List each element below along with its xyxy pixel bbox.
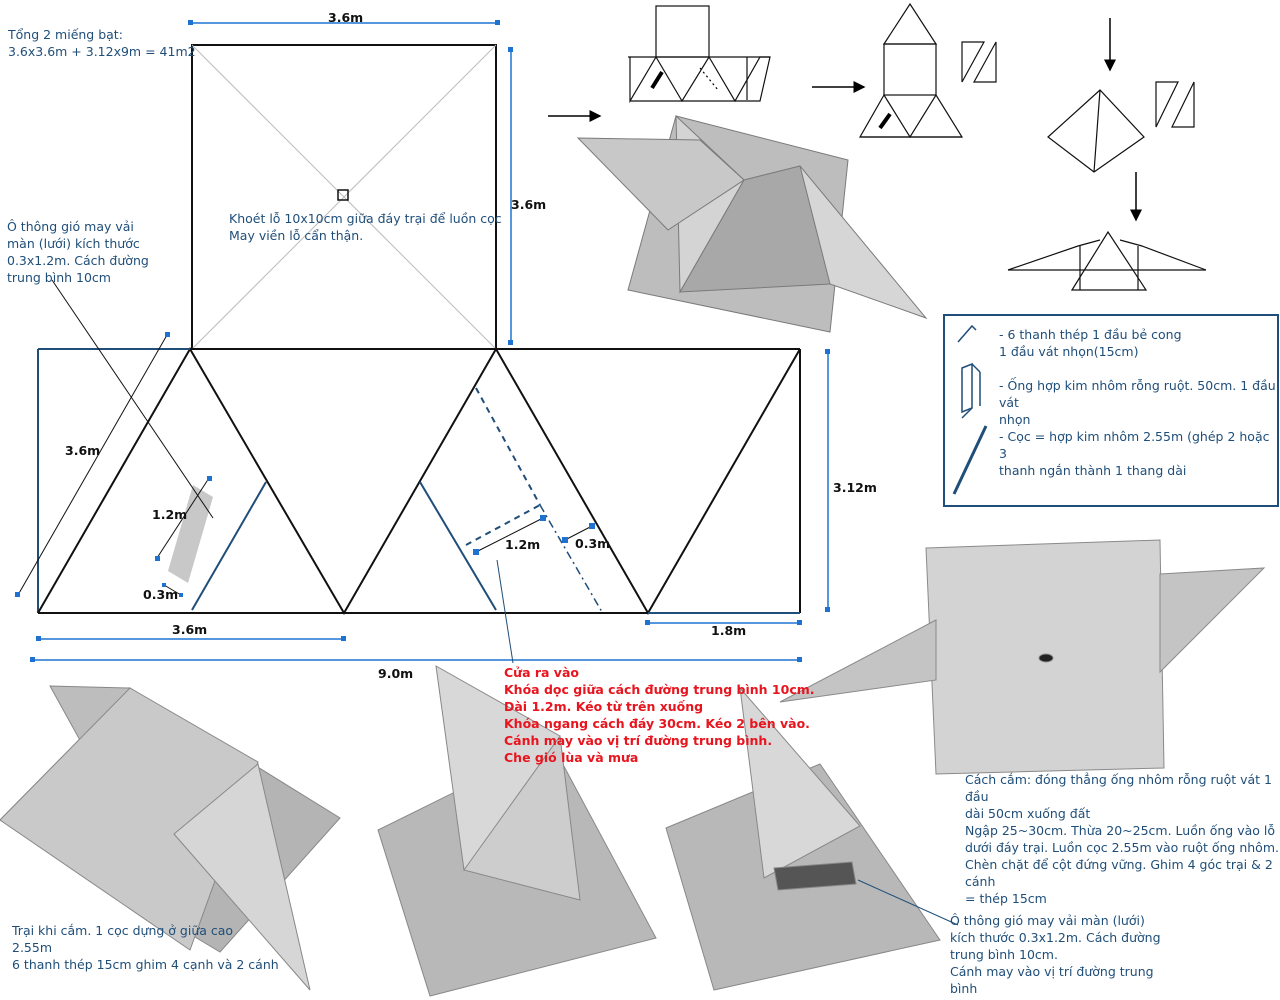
folding-sketch-4 xyxy=(1007,230,1207,291)
model-bottom-left xyxy=(0,685,341,991)
note-vent-left: Ô thông gió may vải màn (lưới) kích thướ… xyxy=(7,219,149,285)
vent-line-left xyxy=(191,481,267,611)
model-right-flat xyxy=(779,539,1266,775)
legend-box xyxy=(943,314,1279,507)
dim-line-left-side xyxy=(17,334,168,596)
note-total-fabric: Tổng 2 miếng bạt: 3.6x3.6m + 3.12x9m = 4… xyxy=(8,27,196,59)
door-zip-horizontal xyxy=(465,504,541,546)
model-bottom-right xyxy=(665,686,941,991)
dim-top-height: 3.6m xyxy=(511,197,547,212)
legend-item-aluminum-tube: - Ống hợp kim nhôm rỗng ruột. 50cm. 1 đầ… xyxy=(999,378,1276,427)
note-pitched-tent: Trại khi cắm. 1 cọc dựng ở giữa cao 2.55… xyxy=(12,923,279,972)
leader-vent-left xyxy=(51,279,214,519)
dim-door-length: 1.2m xyxy=(505,537,541,552)
dim-left-side: 3.6m xyxy=(65,443,101,458)
vent-rectangle-left xyxy=(168,485,213,583)
dim-vent-width: 0.3m xyxy=(143,587,179,602)
pole-icon xyxy=(952,425,988,495)
folding-sketch-1 xyxy=(628,5,771,104)
model-bottom-center xyxy=(377,665,657,997)
door-zip-vertical xyxy=(475,387,541,506)
model-top-iso xyxy=(576,114,928,333)
steel-stake-icon xyxy=(957,324,977,343)
door-line-left xyxy=(419,481,497,611)
legend-icons xyxy=(952,324,988,495)
leader-door xyxy=(496,559,514,664)
aluminum-tube-icon xyxy=(961,362,981,419)
dim-vent-length: 1.2m xyxy=(152,507,188,522)
dim-top-width: 3.6m xyxy=(328,10,364,25)
legend-item-steel-stakes: - 6 thanh thép 1 đầu bẻ cong 1 đầu vát n… xyxy=(999,327,1182,359)
legend-item-pole: - Cọc = hợp kim nhôm 2.55m (ghép 2 hoặc … xyxy=(999,429,1270,478)
note-vent-right: Ô thông gió may vải màn (lưới) kích thướ… xyxy=(950,913,1161,996)
folding-sketch-3 xyxy=(1047,81,1195,173)
floor-square xyxy=(191,44,497,350)
dim-wing: 1.8m xyxy=(711,623,747,638)
note-center-hole: Khoét lỗ 10x10cm giữa đáy trại để luồn c… xyxy=(229,211,502,243)
note-setup-method: Cách cắm: đóng thẳng ống nhôm rỗng ruột … xyxy=(965,772,1279,906)
dim-rect-height: 3.12m xyxy=(833,480,877,495)
dim-total-length: 9.0m xyxy=(378,666,414,681)
dim-door-width: 0.3m xyxy=(575,536,611,551)
folding-sketch-2 xyxy=(858,2,997,139)
wall-rectangle xyxy=(37,346,801,616)
door-flap-line xyxy=(539,504,603,613)
dim-bottom-segment: 3.6m xyxy=(172,622,208,637)
note-door: Cửa ra vào Khóa dọc giữa cách đường trun… xyxy=(504,665,815,765)
